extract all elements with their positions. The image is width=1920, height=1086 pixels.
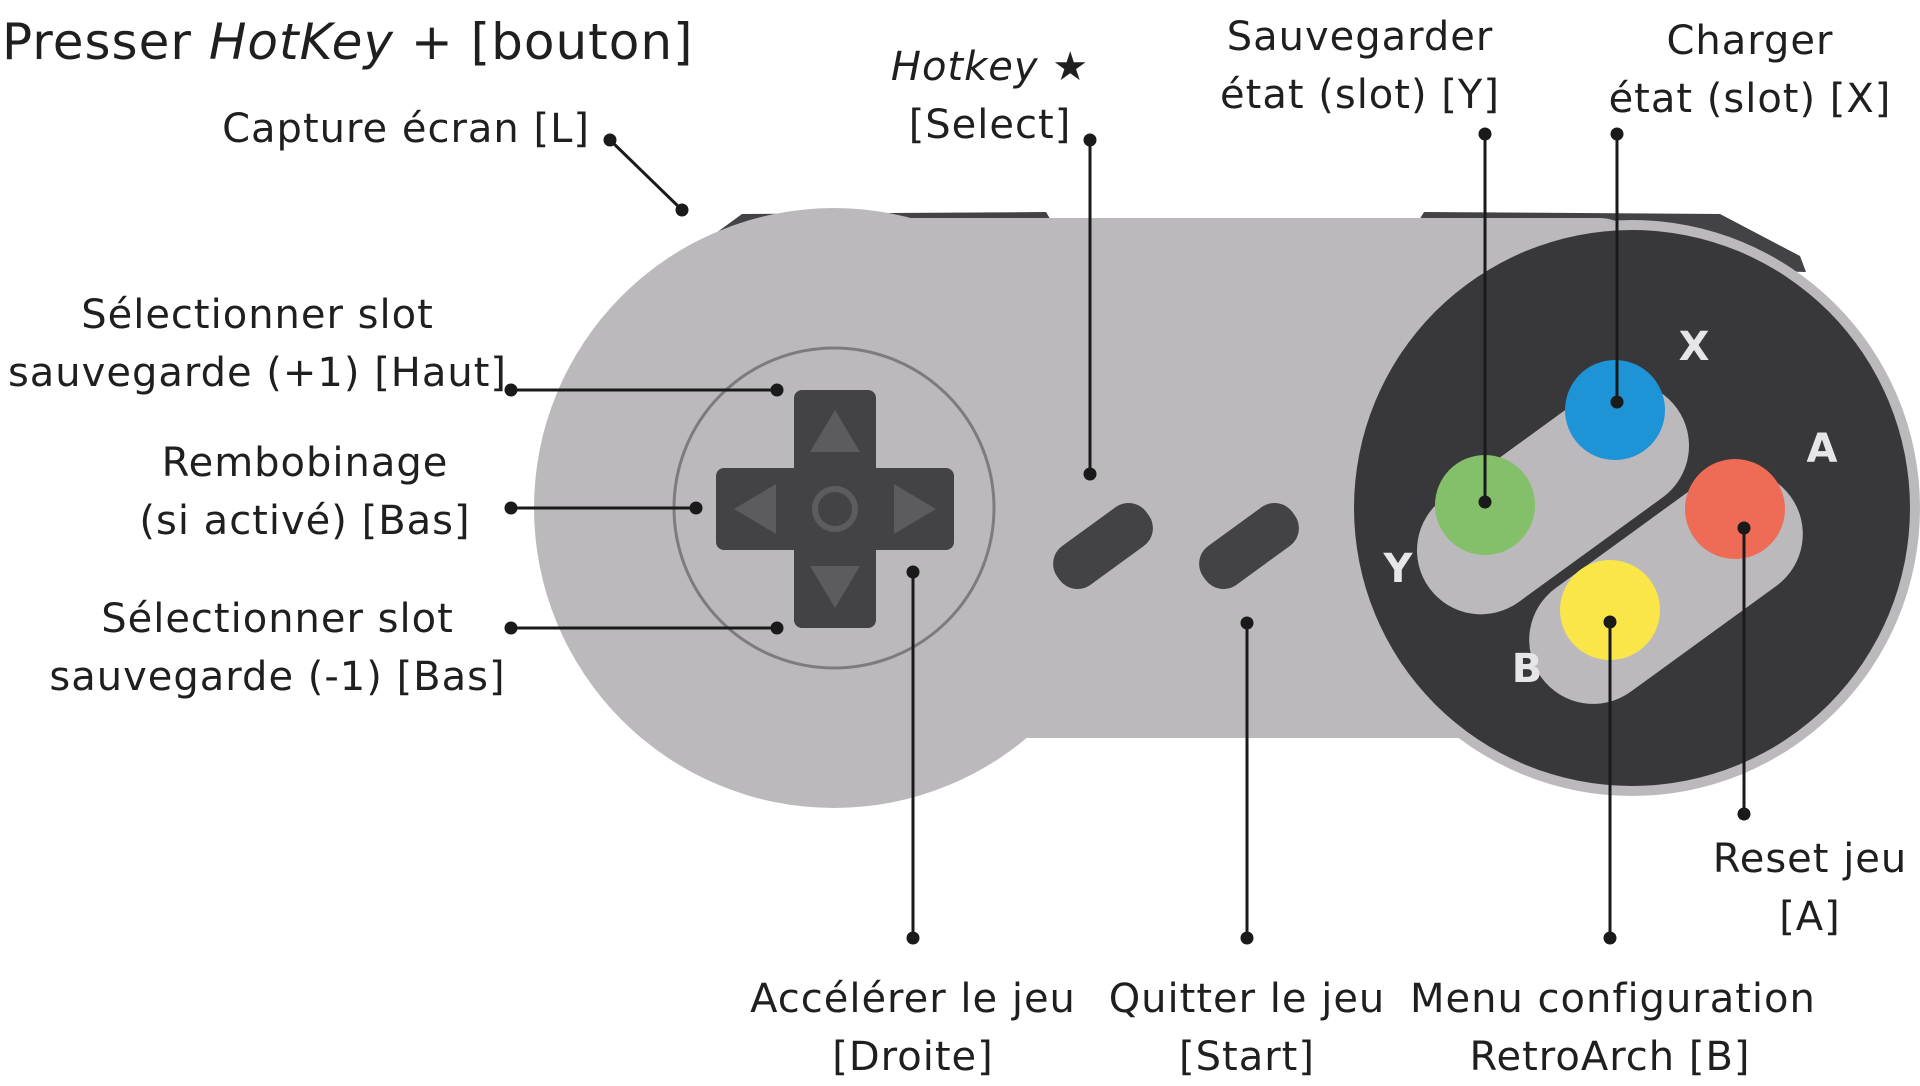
- label-slot-plus-line1: Sélectionner slot: [81, 292, 434, 338]
- label-reset: Reset jeu [A]: [1700, 830, 1920, 946]
- b-button: [1560, 560, 1660, 660]
- leader-line-load-state: [1610, 127, 1624, 409]
- label-hotkey-italic: Hotkey: [890, 44, 1039, 90]
- label-reset-line2: [A]: [1779, 894, 1841, 940]
- label-rewind-line1: Rembobinage: [161, 440, 449, 486]
- label-fast-forward-line1: Accélérer le jeu: [750, 976, 1076, 1022]
- label-save-state: Sauvegarder état (slot) [Y]: [1200, 8, 1520, 124]
- dpad-up-arrow-icon: [810, 410, 860, 452]
- label-save-state-line1: Sauvegarder: [1226, 14, 1494, 60]
- leader-line-quit: [1240, 616, 1254, 945]
- a-button: [1685, 459, 1785, 559]
- label-slot-minus-line2: sauvegarde (-1) [Bas]: [49, 654, 506, 700]
- leader-line-slot-minus: [504, 621, 784, 635]
- label-load-state-line1: Charger: [1666, 18, 1834, 64]
- dpad-left-arrow-icon: [734, 484, 776, 534]
- leader-line-reset: [1737, 521, 1751, 821]
- y-button-letter: Y: [1383, 546, 1414, 592]
- x-button: [1565, 360, 1665, 460]
- label-rewind-line2: (si activé) [Bas]: [139, 498, 471, 544]
- label-menu-line2: RetroArch [B]: [1469, 1034, 1751, 1080]
- x-button-letter: X: [1679, 324, 1710, 370]
- label-slot-minus-line1: Sélectionner slot: [101, 596, 454, 642]
- label-quit: Quitter le jeu [Start]: [1107, 970, 1387, 1086]
- label-hotkey-line1: Hotkey ★: [860, 38, 1120, 96]
- dpad-down-arrow-icon: [810, 566, 860, 608]
- leader-line-rewind: [504, 501, 703, 515]
- leader-line-screenshot: [603, 133, 689, 217]
- title-suffix: + [bouton]: [393, 13, 694, 71]
- title-prefix: Presser: [2, 13, 209, 71]
- label-quit-line1: Quitter le jeu: [1108, 976, 1386, 1022]
- leader-line-slot-plus: [504, 383, 784, 397]
- label-slot-minus: Sélectionner slot sauvegarde (-1) [Bas]: [40, 590, 515, 706]
- label-fast-forward-line2: [Droite]: [832, 1034, 994, 1080]
- start-button: [1199, 502, 1299, 590]
- dpad-right-arrow-icon: [894, 484, 936, 534]
- label-fast-forward: Accélérer le jeu [Droite]: [743, 970, 1083, 1086]
- leader-line-save-state: [1478, 127, 1492, 509]
- label-menu-line1: Menu configuration: [1410, 976, 1816, 1022]
- label-screenshot-line1: Capture écran [L]: [222, 106, 590, 152]
- label-hotkey-select: Hotkey ★ [Select]: [860, 38, 1120, 154]
- title-hotkey: HotKey: [208, 13, 394, 71]
- label-reset-line1: Reset jeu: [1712, 836, 1908, 882]
- label-slot-plus: Sélectionner slot sauvegarde (+1) [Haut]: [0, 286, 515, 402]
- select-button: [1053, 502, 1153, 590]
- leader-line-menu: [1603, 615, 1617, 945]
- b-button-letter: B: [1512, 646, 1543, 692]
- dpad-center-icon: [812, 486, 858, 532]
- leader-line-fast-forward: [906, 565, 920, 945]
- label-quit-line2: [Start]: [1179, 1034, 1315, 1080]
- label-menu: Menu configuration RetroArch [B]: [1410, 970, 1816, 1086]
- label-load-state-line2: état (slot) [X]: [1608, 76, 1892, 122]
- page-title: Presser HotKey + [bouton]: [2, 8, 694, 76]
- label-screenshot: Capture écran [L]: [190, 100, 590, 158]
- leader-line-hotkey-select: [1083, 133, 1097, 481]
- a-button-letter: A: [1807, 426, 1838, 472]
- label-hotkey-line2: [Select]: [908, 102, 1072, 148]
- star-icon: ★: [1038, 44, 1090, 90]
- label-save-state-line2: état (slot) [Y]: [1220, 72, 1500, 118]
- label-load-state: Charger état (slot) [X]: [1590, 12, 1910, 128]
- label-rewind: Rembobinage (si activé) [Bas]: [130, 434, 480, 550]
- label-slot-plus-line2: sauvegarde (+1) [Haut]: [7, 350, 508, 396]
